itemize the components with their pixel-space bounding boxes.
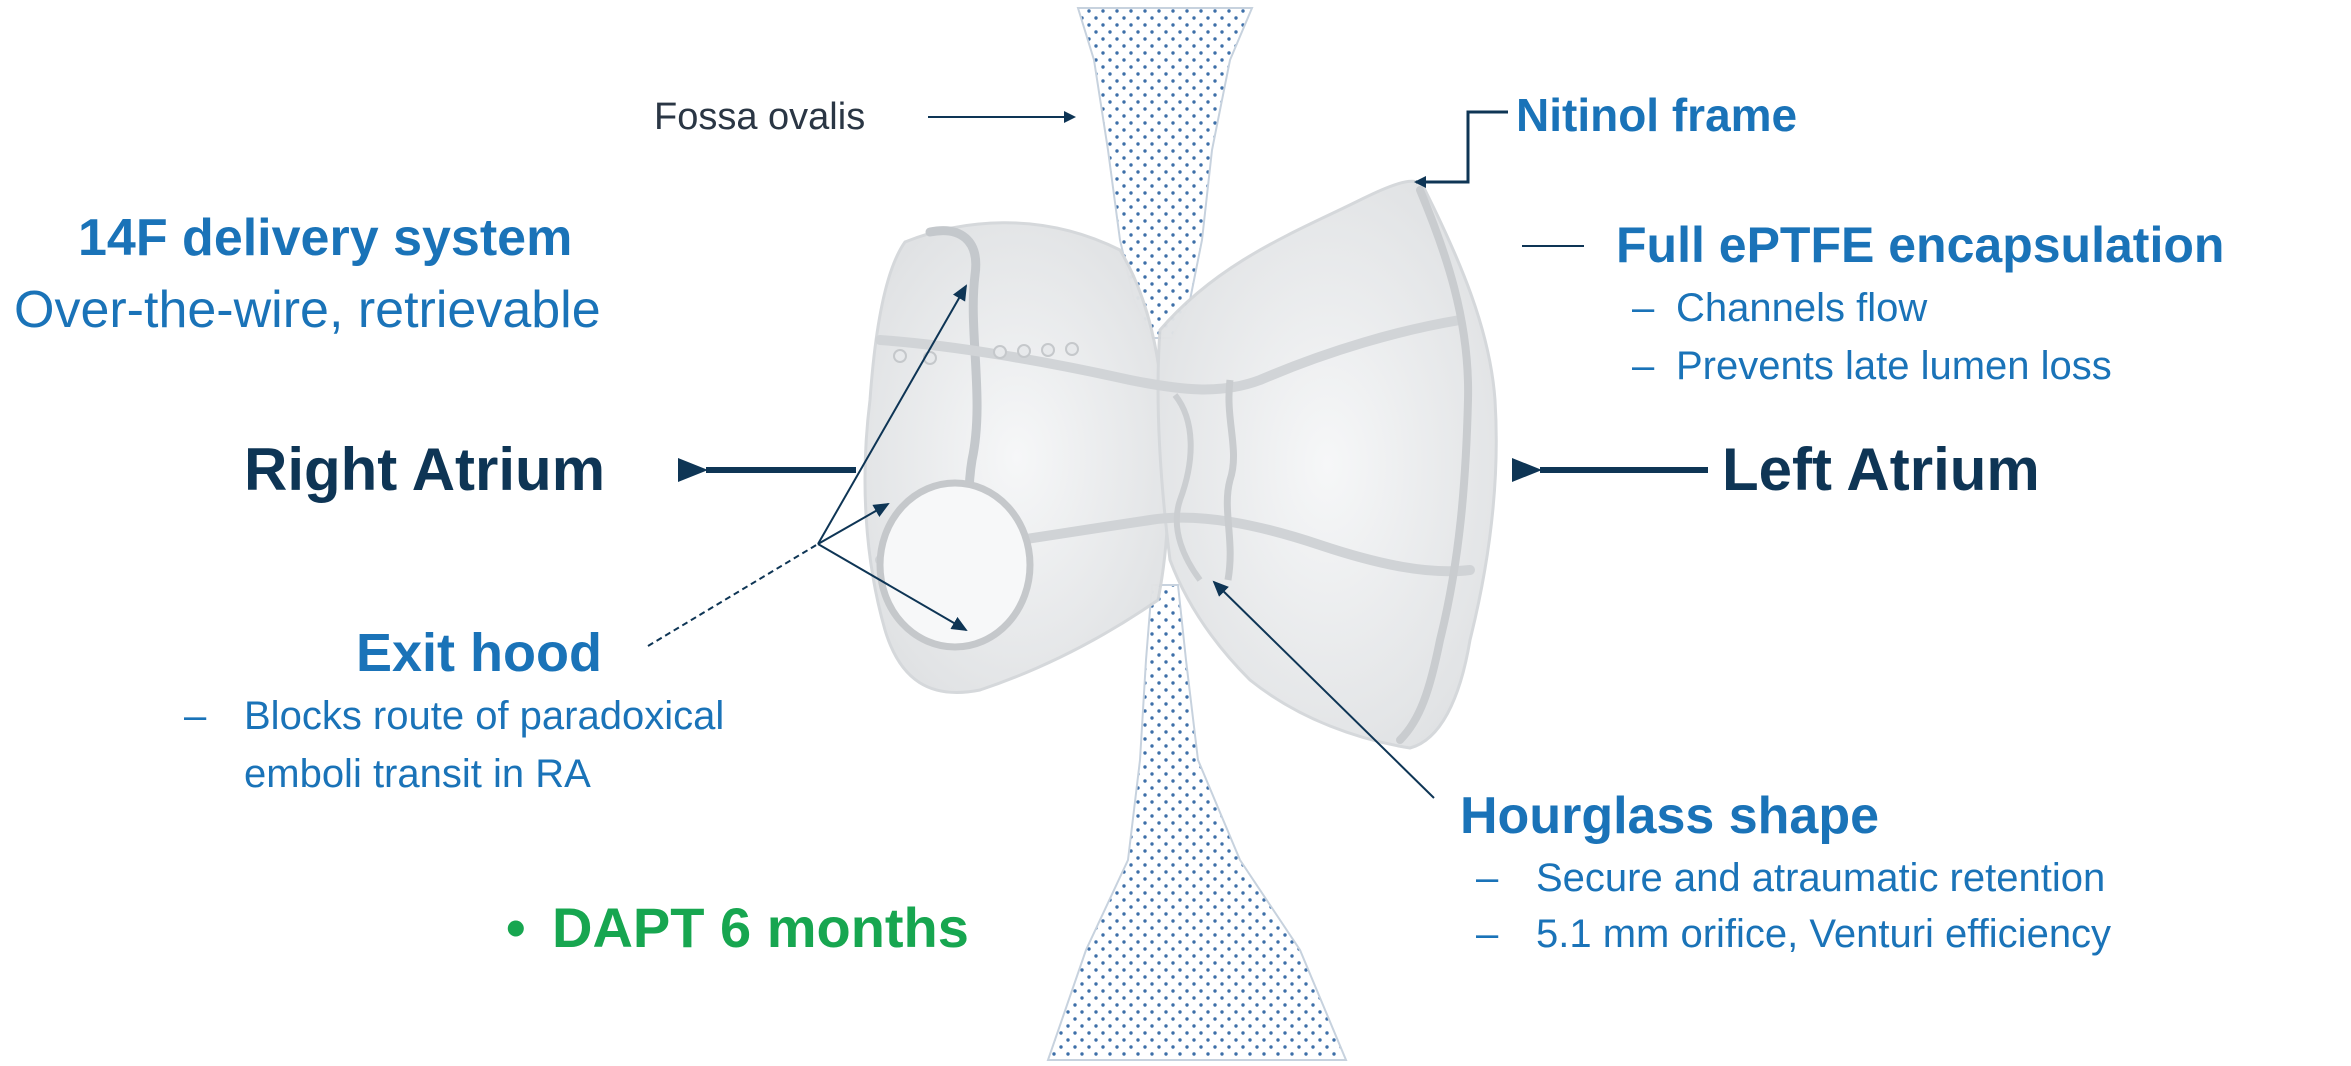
nitinol-frame-label: Nitinol frame: [1516, 92, 1797, 138]
eptfe-bullet-2: –Prevents late lumen loss: [1632, 346, 2112, 386]
dapt-label: •DAPT 6 months: [506, 900, 969, 956]
eptfe-bullet-1: –Channels flow: [1632, 288, 1927, 328]
exit-hood-dash: [648, 544, 818, 646]
hourglass-bullet-2: –5.1 mm orifice, Venturi efficiency: [1476, 914, 2111, 954]
exit-hood-bullet-2: emboli transit in RA: [244, 754, 591, 794]
left-atrium-label: Left Atrium: [1722, 440, 2040, 500]
eptfe-encapsulation-title: Full ePTFE encapsulation: [1616, 220, 2224, 270]
delivery-system-subtitle: Over-the-wire, retrievable: [14, 284, 601, 336]
hourglass-title: Hourglass shape: [1460, 790, 1879, 842]
right-atrium-label: Right Atrium: [244, 440, 605, 500]
hourglass-bullet-1: –Secure and atraumatic retention: [1476, 858, 2105, 898]
nitinol-leader: [1416, 112, 1508, 182]
exit-hood-bullet-1: –Blocks route of paradoxical: [184, 696, 724, 736]
exit-hood-title: Exit hood: [356, 626, 602, 680]
delivery-system-title: 14F delivery system: [78, 212, 572, 264]
fossa-ovalis-label: Fossa ovalis: [654, 98, 865, 136]
